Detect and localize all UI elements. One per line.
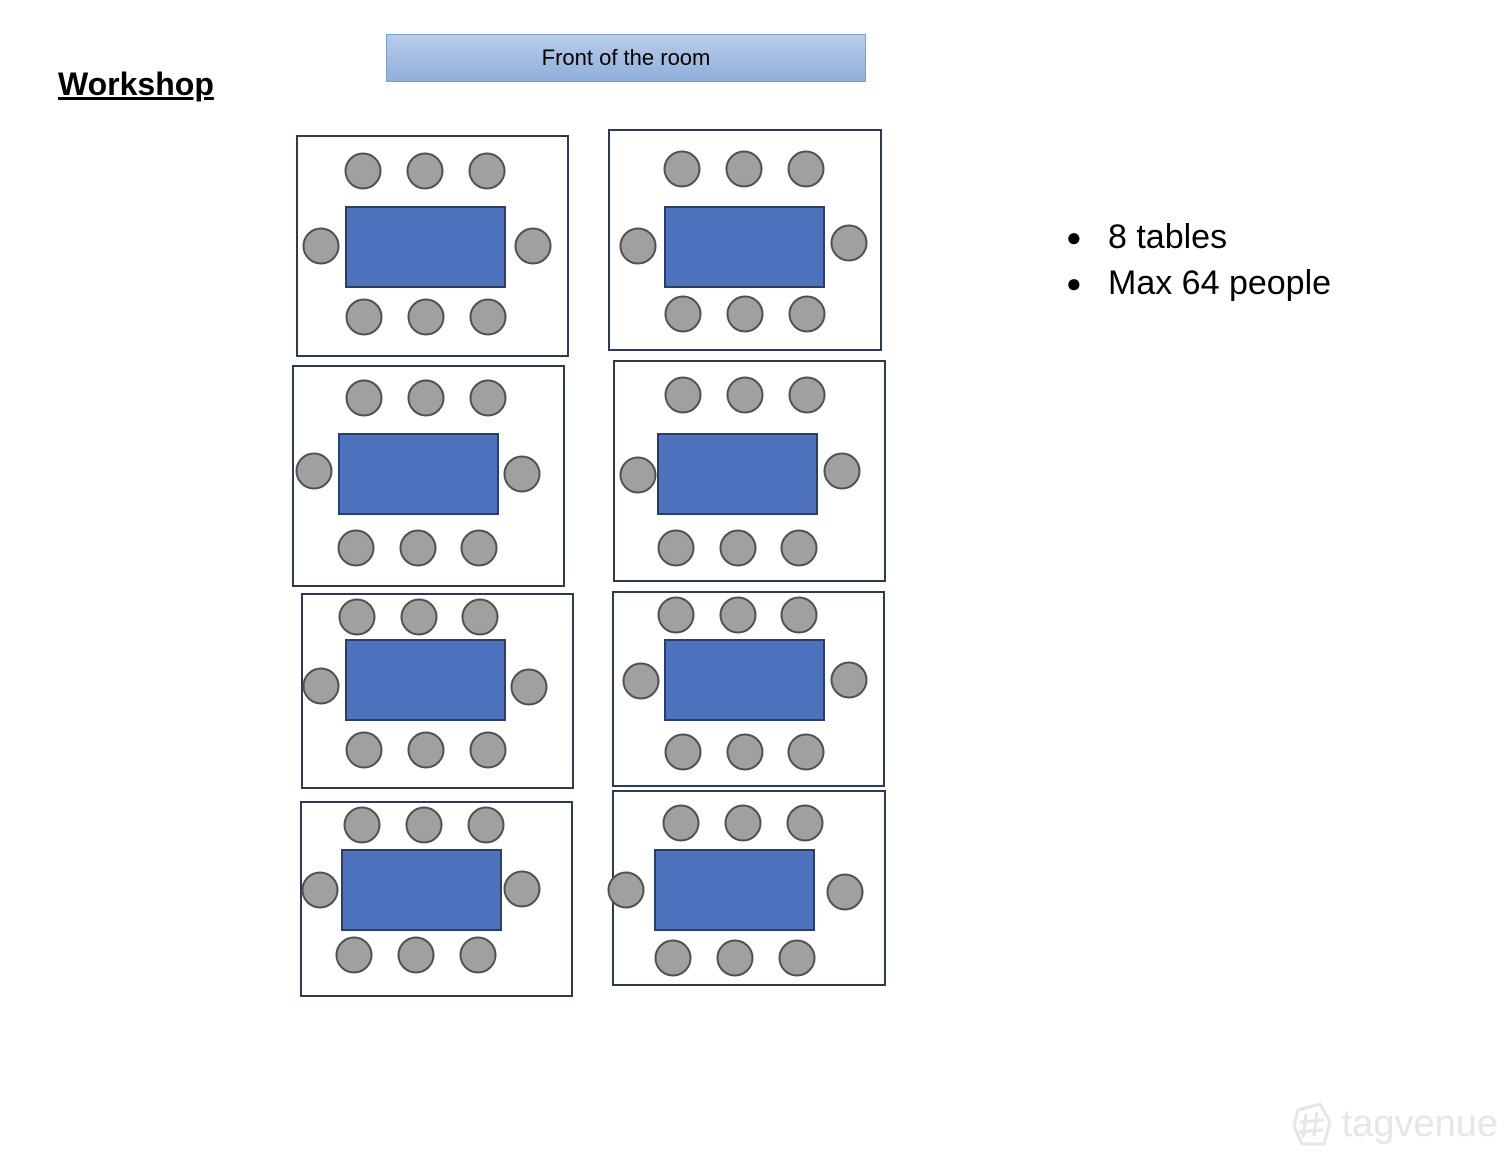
chair [338,598,376,636]
chair [510,668,548,706]
chair [407,379,445,417]
chair [788,376,826,414]
chair [725,150,763,188]
front-of-room-label: Front of the room [541,45,711,70]
fact-text: 8 tables [1108,218,1228,256]
chair [345,379,383,417]
chair [469,298,507,336]
chair [503,455,541,493]
chair [830,661,868,699]
table-group [301,593,574,789]
chair [726,376,764,414]
facts-list: ● 8 tables ● Max 64 people [1062,214,1331,306]
chair [468,152,506,190]
table [345,639,506,721]
chair [719,596,757,634]
chair [503,870,541,908]
chair [823,452,861,490]
chair [335,936,373,974]
chair [407,731,445,769]
chair [461,598,499,636]
tagvenue-logo-icon [1292,1102,1332,1146]
chair [726,733,764,771]
watermark-text: tagvenue [1341,1102,1498,1145]
table-group [613,360,886,582]
fact-text: Max 64 people [1108,264,1332,302]
chair [654,939,692,977]
watermark: tagvenue [1290,1100,1498,1148]
chair [344,152,382,190]
table [657,433,818,515]
chair [397,936,435,974]
chair [662,804,700,842]
chair [826,873,864,911]
chair [830,224,868,262]
chair [663,150,701,188]
chair [406,152,444,190]
chair [301,871,339,909]
chair [619,456,657,494]
chair [345,731,383,769]
table [341,849,502,931]
chair [719,529,757,567]
chair [343,806,381,844]
table-group [612,591,885,787]
fact-item: ● 8 tables [1062,214,1331,260]
chair [778,939,816,977]
chair [405,806,443,844]
chair [787,733,825,771]
chair [664,295,702,333]
chair [514,227,552,265]
chair [467,806,505,844]
chair [469,731,507,769]
chair [657,596,695,634]
chair [657,529,695,567]
chair [337,529,375,567]
chair [407,298,445,336]
table-group [608,129,882,351]
table [664,206,825,288]
chair [788,295,826,333]
chair [780,529,818,567]
bullet-icon: ● [1066,222,1082,252]
chair [664,376,702,414]
chair [619,227,657,265]
chair [400,598,438,636]
table [664,639,825,721]
chair [459,936,497,974]
chair [787,150,825,188]
table [345,206,506,288]
chair [726,295,764,333]
page-title: Workshop [58,66,214,102]
bullet-icon: ● [1066,268,1082,298]
chair [399,529,437,567]
chair [345,298,383,336]
table [654,849,815,931]
chair [469,379,507,417]
chair [780,596,818,634]
chair [724,804,762,842]
table-group [296,135,569,357]
chair [302,227,340,265]
chair [295,452,333,490]
fact-item: ● Max 64 people [1062,260,1331,306]
table-group [607,790,886,986]
chair [716,939,754,977]
chair [460,529,498,567]
chair [622,662,660,700]
chair [786,804,824,842]
table-group [292,365,565,587]
chair [302,667,340,705]
table [338,433,499,515]
front-of-room-marker: Front of the room [386,34,866,82]
table-group [300,801,573,997]
chair [664,733,702,771]
chair [607,871,645,909]
